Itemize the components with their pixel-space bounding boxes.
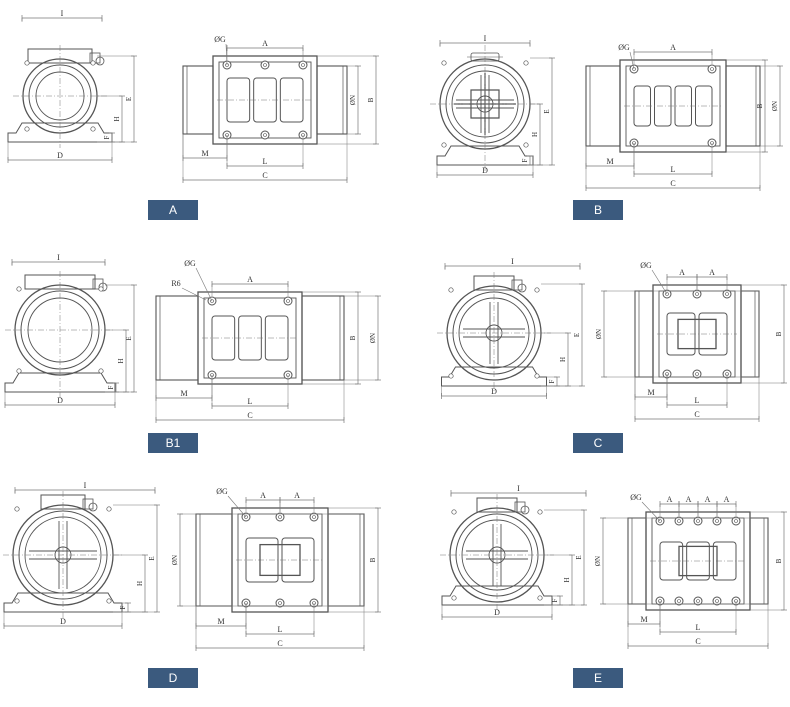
callout-label: ØG xyxy=(618,43,630,52)
dimension-label: C xyxy=(262,171,267,180)
dimension-label: F xyxy=(107,385,115,389)
dimension-label: M xyxy=(180,389,187,398)
dimension-label: I xyxy=(517,484,520,493)
panel-b-side-view: I D E H F xyxy=(430,34,555,178)
dimension-label: ØN xyxy=(369,333,377,343)
dimension-label: ØN xyxy=(595,329,603,339)
dimension-label: C xyxy=(695,637,700,646)
dimension-label: H xyxy=(117,358,125,363)
callout-label: R6 xyxy=(171,279,180,288)
dimension-label: A xyxy=(670,43,676,52)
dimension-label: A xyxy=(247,275,253,284)
panel-tag-e: E xyxy=(573,668,623,688)
dimension-label: L xyxy=(263,157,268,166)
panel-tag-a: A xyxy=(148,200,198,220)
dimension-label: I xyxy=(57,253,60,262)
dimension-label: I xyxy=(511,257,514,266)
dimension-label: A xyxy=(686,495,692,504)
dimension-label: ØN xyxy=(349,95,357,105)
dimension-label: E xyxy=(575,555,583,559)
dimension-label: M xyxy=(217,617,224,626)
panel-b1-side-view: I D E H F xyxy=(4,253,137,408)
panel-b1-top-view: ØG R6 A M LC ØN B xyxy=(155,259,381,423)
dimension-label: B xyxy=(349,335,357,340)
panel-d-top-view: ØG A A M LC ØN B xyxy=(171,487,381,651)
panel-c-top-view: ØG A A M LC ØN B xyxy=(595,261,787,422)
dimension-label: A xyxy=(709,268,715,277)
dimension-label: A xyxy=(724,495,730,504)
dimension-label: D xyxy=(57,396,63,405)
dimension-label: A xyxy=(262,39,268,48)
dimension-label: F xyxy=(103,135,111,139)
dimension-label: E xyxy=(543,109,551,113)
callout-label: ØG xyxy=(216,487,228,496)
dimension-label: ØN xyxy=(771,101,779,111)
dimension-label: D xyxy=(60,617,66,626)
panel-e-top-view: ØG A A A A M LC ØN B xyxy=(594,493,787,649)
dimension-label: D xyxy=(57,151,63,160)
dimension-label: M xyxy=(647,388,654,397)
dimension-label: L xyxy=(248,397,253,406)
panel-tag-b: B xyxy=(573,200,623,220)
panel-tag-b1: B1 xyxy=(148,433,198,453)
panel-a-top-view: ØG A M LC ØN B xyxy=(182,35,379,183)
dimension-label: D xyxy=(482,166,488,175)
dimension-label: H xyxy=(136,581,144,586)
dimension-label: L xyxy=(696,623,701,632)
dimension-label: A xyxy=(294,491,300,500)
dimension-label: H xyxy=(531,132,539,137)
dimension-label: D xyxy=(491,387,497,396)
dimension-label: A xyxy=(260,491,266,500)
dimension-label: B xyxy=(756,103,764,108)
dimension-label: L xyxy=(671,165,676,174)
dimension-label: H xyxy=(559,357,567,362)
panel-tag-c: C xyxy=(573,433,623,453)
dimension-label: M xyxy=(640,615,647,624)
panel-a-side-view: I D E H F xyxy=(7,9,137,163)
dimension-label: H xyxy=(563,577,571,582)
panel-d-side-view: I D E H F xyxy=(3,481,160,629)
dimension-label: F xyxy=(548,379,556,383)
dimension-label: D xyxy=(494,608,500,617)
panel-c-side-view: I D E H F xyxy=(437,257,585,399)
dimension-label: ØN xyxy=(171,555,179,565)
dimension-label: E xyxy=(125,97,133,101)
dimension-label: A xyxy=(679,268,685,277)
dimension-label: L xyxy=(278,625,283,634)
panel-b-top-view: ØG A M LC ØN B xyxy=(585,43,783,191)
dimension-label: B xyxy=(369,557,377,562)
dimension-label: B xyxy=(367,97,375,102)
dimension-label: ØN xyxy=(594,556,602,566)
dimension-label: A xyxy=(667,495,673,504)
callout-label: ØG xyxy=(640,261,652,270)
dimension-label: C xyxy=(277,639,282,648)
dimension-label: C xyxy=(247,411,252,420)
dimension-label: C xyxy=(670,179,675,188)
panel-e-side-view: I D E H F xyxy=(440,484,587,620)
dimension-label: B xyxy=(775,558,783,563)
dimension-label: F xyxy=(119,605,127,609)
callout-label: ØG xyxy=(630,493,642,502)
dimension-label: E xyxy=(125,336,133,340)
dimension-label: C xyxy=(694,410,699,419)
dimension-label: M xyxy=(606,157,613,166)
callout-label: ØG xyxy=(184,259,196,268)
dimension-label: B xyxy=(775,331,783,336)
dimension-label: L xyxy=(695,396,700,405)
callout-label: ØG xyxy=(214,35,226,44)
dimension-label: E xyxy=(573,333,581,337)
dimension-label: I xyxy=(84,481,87,490)
dimension-label: I xyxy=(484,34,487,43)
dimension-label: E xyxy=(148,556,156,560)
dimension-label: F xyxy=(521,158,529,162)
dimension-label: H xyxy=(113,116,121,121)
dimension-label: F xyxy=(551,598,559,602)
dimension-label: A xyxy=(705,495,711,504)
dimension-label: M xyxy=(201,149,208,158)
dimension-label: I xyxy=(61,9,64,18)
panel-tag-d: D xyxy=(148,668,198,688)
